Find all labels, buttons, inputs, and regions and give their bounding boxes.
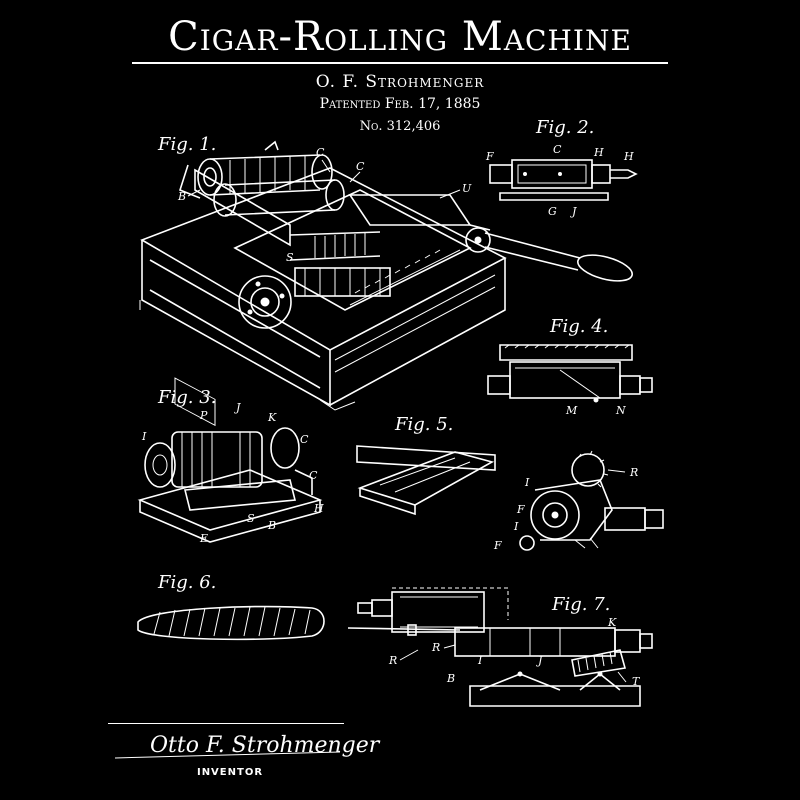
figure-6: Fig. 6. xyxy=(137,572,325,641)
figure-4: Fig. 4. M N xyxy=(487,316,653,417)
fig8-label: R xyxy=(629,466,638,479)
fig2-label: C xyxy=(553,143,562,156)
fig3-label: S xyxy=(247,512,255,525)
fig1-label: S xyxy=(286,251,294,264)
title-divider xyxy=(132,62,668,64)
fig3-label: I xyxy=(141,430,147,443)
fig8-label: F xyxy=(493,539,502,552)
figure-1: Fig. 1. xyxy=(139,134,633,427)
fig3-label: C xyxy=(300,433,309,446)
fig7-label: B xyxy=(446,672,455,685)
fig2-label: H xyxy=(593,146,604,159)
fig3-label: H xyxy=(313,502,324,515)
fig1-caption: Fig. 1. xyxy=(157,134,216,155)
fig7-label: I xyxy=(477,654,483,667)
figure-2: Fig. 2. F C H H G J xyxy=(485,117,638,218)
patent-date: Patented Feb. 17, 1885 xyxy=(319,96,481,112)
fig8-label: I xyxy=(513,520,519,533)
fig3-label: J xyxy=(234,401,241,414)
figure-5: Fig. 5. xyxy=(356,414,496,516)
fig7-label: T xyxy=(632,675,641,688)
fig7-label: K xyxy=(607,616,617,629)
patent-number: No. 312,406 xyxy=(359,119,441,134)
fig2-label: G xyxy=(548,205,557,218)
fig7-label: R xyxy=(388,654,397,667)
fig8-label: I xyxy=(524,476,530,489)
fig2-label: J xyxy=(570,205,577,218)
figure-3: Fig. 3. P J K I C C H S E B xyxy=(137,387,324,545)
signature-top-rule xyxy=(108,723,344,724)
fig4-label: M xyxy=(565,404,578,417)
fig2-label: F xyxy=(485,150,494,163)
fig2-caption: Fig. 2. xyxy=(535,117,594,138)
fig6-caption: Fig. 6. xyxy=(157,572,216,593)
fig3-label: C xyxy=(309,469,318,482)
signature-caption: INVENTOR xyxy=(196,767,264,778)
fig7-label: R xyxy=(431,641,440,654)
inventor-signature: Otto F. Strohmenger xyxy=(114,733,381,759)
fig8-label: F xyxy=(516,503,525,516)
fig4-label: N xyxy=(615,404,626,417)
figure-7: Fig. 7. K R R I J B T xyxy=(347,587,653,707)
fig3-label: K xyxy=(267,411,277,424)
fig3-caption: Fig. 3. xyxy=(157,387,216,408)
fig1-label: U xyxy=(462,182,472,195)
fig5-caption: Fig. 5. xyxy=(394,414,453,435)
fig7-caption: Fig. 7. xyxy=(551,594,610,615)
fig3-label: B xyxy=(267,519,276,532)
fig7-label: J xyxy=(536,654,543,667)
figure-8: R I F I F xyxy=(493,450,664,552)
page-title: Cigar-Rolling Machine xyxy=(168,14,632,60)
fig3-label: P xyxy=(199,409,208,422)
fig1-label: C xyxy=(316,146,325,159)
fig2-label: H xyxy=(623,150,634,163)
inventor-name: O. F. Strohmenger xyxy=(315,72,485,92)
fig3-label: E xyxy=(199,532,208,545)
fig1-label: C xyxy=(356,160,365,173)
fig1-label: B xyxy=(177,190,186,203)
fig4-caption: Fig. 4. xyxy=(549,316,608,337)
